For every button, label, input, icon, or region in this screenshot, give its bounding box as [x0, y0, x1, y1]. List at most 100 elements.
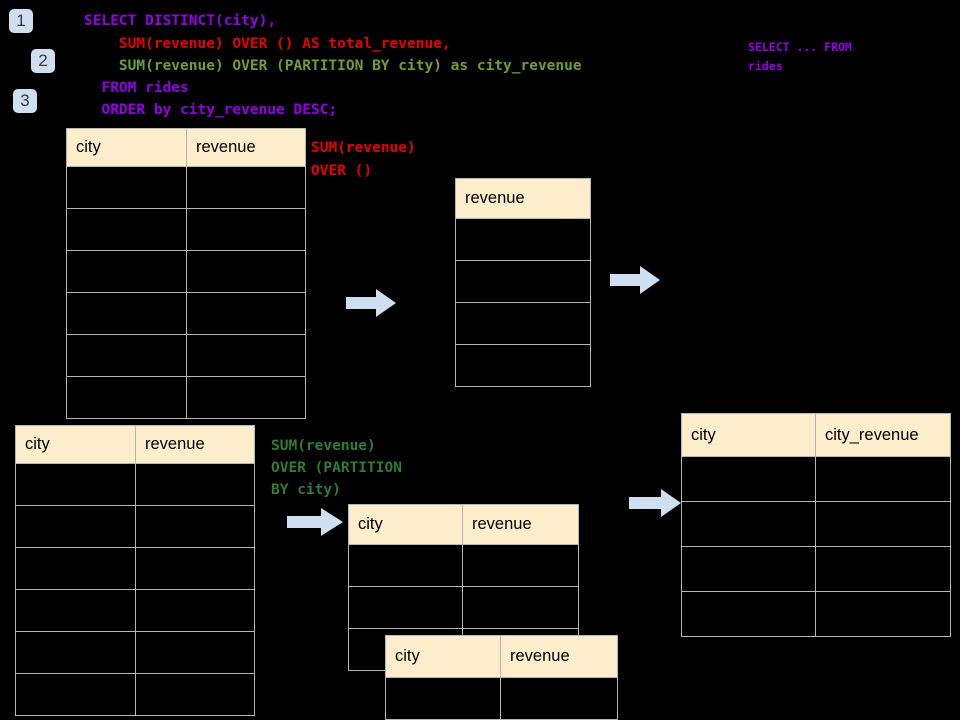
annotation-total-revenue-line2: OVER () [311, 163, 373, 179]
flow-arrow-1 [346, 289, 396, 317]
cell-city [385, 677, 501, 720]
table-row [15, 589, 255, 632]
cell-revenue [455, 302, 591, 345]
table-row [681, 501, 951, 547]
table-row [681, 456, 951, 502]
cell-city [66, 376, 187, 419]
table-row [385, 677, 618, 720]
column-header-revenue: revenue [462, 504, 579, 545]
table-row [66, 292, 306, 335]
cell-city [681, 546, 816, 592]
cell-revenue [135, 463, 255, 506]
column-header-city: city [385, 635, 501, 678]
sql-line-total-revenue: SUM(revenue) OVER () AS total_revenue, [84, 36, 451, 52]
table-row [455, 344, 591, 387]
cell-city [15, 673, 136, 716]
cell-revenue [135, 589, 255, 632]
table-result: city city_revenue [681, 413, 951, 637]
column-header-revenue: revenue [186, 128, 306, 167]
column-header-city: city [348, 504, 463, 545]
table-row [348, 586, 579, 629]
table-source-top: city revenue [66, 128, 306, 419]
cell-city [66, 208, 187, 251]
table-row [66, 166, 306, 209]
table-header-row: city revenue [66, 128, 306, 167]
cell-city-revenue [815, 456, 951, 502]
table-row [66, 250, 306, 293]
cell-city [66, 166, 187, 209]
table-row [15, 505, 255, 548]
cell-revenue [135, 505, 255, 548]
cell-city-revenue [815, 501, 951, 547]
table-row [15, 631, 255, 674]
cell-revenue [186, 334, 306, 377]
annotation-total-revenue-line1: SUM(revenue) [311, 140, 416, 156]
flow-arrow-3 [287, 508, 343, 536]
table-partition-overlap: city revenue [385, 635, 618, 720]
cell-city [15, 631, 136, 674]
cell-revenue [455, 344, 591, 387]
column-header-revenue: revenue [500, 635, 618, 678]
cell-city [66, 292, 187, 335]
table-row [455, 260, 591, 303]
cell-city [681, 501, 816, 547]
step-badge-1: 1 [9, 9, 33, 33]
sql-line-order-by: ORDER by city_revenue DESC; [84, 102, 338, 118]
column-header-city: city [15, 425, 136, 464]
table-row [455, 218, 591, 261]
cell-revenue [135, 547, 255, 590]
table-row [66, 334, 306, 377]
step-badge-2: 2 [31, 49, 55, 73]
cell-revenue [462, 586, 579, 629]
table-row [15, 673, 255, 716]
column-header-revenue: revenue [455, 178, 591, 219]
cell-city [15, 589, 136, 632]
column-header-city: city [681, 413, 816, 457]
side-note-select-from-line1: SELECT ... FROM [748, 40, 852, 54]
table-header-row: city revenue [15, 425, 255, 464]
step-badge-3: 3 [13, 89, 37, 113]
cell-revenue [462, 544, 579, 587]
column-header-city-revenue: city_revenue [815, 413, 951, 457]
cell-city [66, 334, 187, 377]
cell-city [15, 547, 136, 590]
cell-revenue [186, 250, 306, 293]
cell-city-revenue [815, 546, 951, 592]
column-header-revenue: revenue [135, 425, 255, 464]
cell-revenue [186, 376, 306, 419]
annotation-partition-line1: SUM(revenue) [271, 438, 376, 454]
cell-revenue [186, 166, 306, 209]
cell-city [681, 591, 816, 637]
cell-revenue [455, 260, 591, 303]
table-row [681, 546, 951, 592]
flow-arrow-2 [610, 266, 660, 294]
cell-revenue [135, 631, 255, 674]
cell-city [348, 586, 463, 629]
table-row [348, 544, 579, 587]
table-row [681, 591, 951, 637]
cell-city [348, 544, 463, 587]
sql-line-select-distinct: SELECT DISTINCT(city), [84, 13, 277, 29]
table-row [15, 463, 255, 506]
annotation-partition-line2: OVER (PARTITION [271, 460, 402, 476]
side-note-select-from-line2: rides [748, 59, 783, 73]
table-row [455, 302, 591, 345]
cell-city [15, 505, 136, 548]
table-row [15, 547, 255, 590]
flow-arrow-4 [629, 489, 681, 517]
table-row [66, 376, 306, 419]
cell-revenue [135, 673, 255, 716]
cell-revenue [186, 208, 306, 251]
table-source-bottom: city revenue [15, 425, 255, 716]
cell-revenue [186, 292, 306, 335]
cell-revenue [500, 677, 618, 720]
column-header-city: city [66, 128, 187, 167]
cell-city-revenue [815, 591, 951, 637]
cell-city [15, 463, 136, 506]
cell-city [681, 456, 816, 502]
table-row [66, 208, 306, 251]
table-header-row: city city_revenue [681, 413, 951, 457]
table-header-row: city revenue [385, 635, 618, 678]
sql-line-from-rides: FROM rides [84, 80, 189, 96]
